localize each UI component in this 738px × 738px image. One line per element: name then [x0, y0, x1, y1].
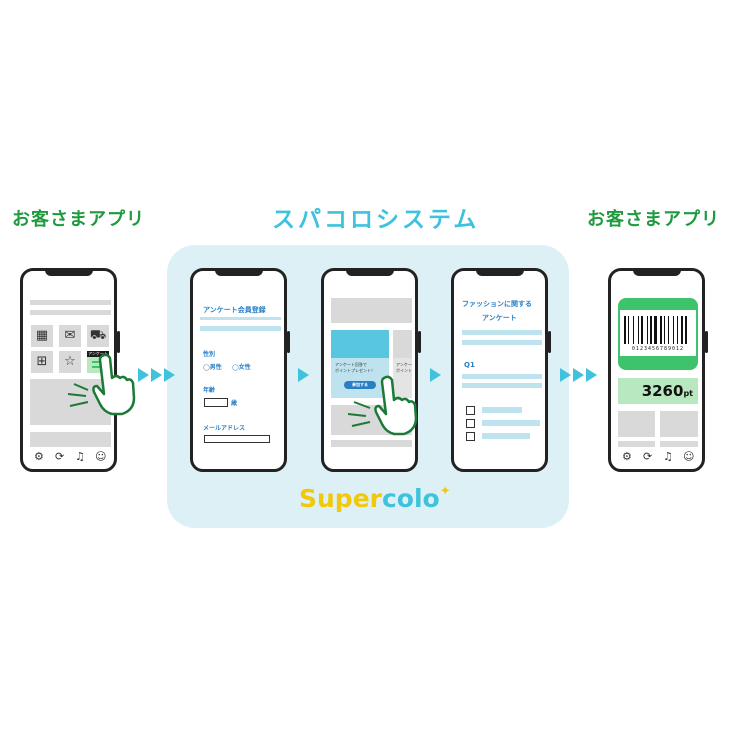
flow-arrow	[430, 368, 441, 382]
barcode-number: 0123456789012	[631, 346, 685, 352]
survey-badge: アンケート	[87, 351, 109, 357]
male-radio[interactable]: ◯男性	[203, 364, 222, 371]
barcode-bar	[684, 316, 687, 344]
email-input[interactable]	[204, 435, 270, 443]
barcode-bar	[654, 316, 658, 344]
barcode-bar	[633, 316, 635, 344]
register-title: アンケート会員登録	[203, 306, 266, 314]
system-title: スパコロシステム	[272, 207, 480, 233]
flow-arrow	[560, 368, 571, 382]
survey-banner[interactable]: アンケート回答で ポイントプレゼント！ 参加する	[331, 358, 389, 398]
refresh-icon[interactable]: ⟳	[643, 450, 653, 463]
banner-text-2: アンケー ポイント	[396, 362, 412, 373]
left-app-title: お客さまアプリ	[12, 209, 145, 230]
survey-title-line1: ファッションに関する	[462, 300, 532, 308]
barcode-bar	[663, 316, 665, 344]
gear-icon[interactable]: ⚙	[622, 450, 632, 463]
tap-hand-icon	[347, 375, 418, 436]
user-icon[interactable]: ☺	[95, 450, 107, 463]
survey-title-line2: アンケート	[482, 314, 517, 322]
barcode-bar	[680, 316, 683, 344]
user-icon[interactable]: ☺	[683, 450, 695, 463]
logo-super: Super	[299, 484, 382, 513]
barcode-bar	[673, 316, 675, 344]
bottom-nav: ⚙ ⟳ ♫ ☺	[23, 447, 114, 469]
checkbox[interactable]	[466, 432, 475, 441]
calendar-icon[interactable]: ▦	[31, 325, 53, 347]
refresh-icon[interactable]: ⟳	[55, 450, 65, 463]
phone-3: アンケート回答で ポイントプレゼント！ 参加する アンケー ポイント	[321, 268, 421, 472]
right-app-title: お客さまアプリ	[587, 209, 720, 230]
barcode-bar	[640, 316, 643, 344]
question-label: Q1	[464, 361, 475, 369]
sparkle-icon: ✦	[439, 484, 451, 499]
barcode-bar	[650, 316, 653, 344]
flow-arrow	[151, 368, 162, 382]
age-label: 年齢	[203, 387, 216, 394]
mail-icon[interactable]: ✉	[59, 325, 81, 347]
barcode-bar	[628, 316, 630, 344]
barcode	[624, 316, 692, 344]
cart-icon[interactable]: ⛟	[87, 325, 109, 347]
barcode-bar	[637, 316, 639, 344]
barcode-bar	[647, 316, 648, 344]
flow-arrow	[586, 368, 597, 382]
bottom-nav: ⚙ ⟳ ♫ ☺	[611, 447, 702, 469]
checkbox[interactable]	[466, 419, 475, 428]
phone-4: ファッションに関する アンケート Q1	[451, 268, 551, 472]
barcode-bar	[668, 316, 669, 344]
barcode-bar	[659, 316, 662, 344]
checkbox[interactable]	[466, 406, 475, 415]
logo-colo: colo	[381, 484, 440, 513]
age-input[interactable]	[204, 398, 228, 407]
barcode-card: 0123456789012	[618, 298, 698, 370]
gear-icon[interactable]: ⚙	[34, 450, 44, 463]
bell-icon[interactable]: ♫	[663, 450, 673, 463]
banner-text: アンケート回答で ポイントプレゼント！	[335, 362, 375, 373]
points-box: 3260pt	[618, 378, 698, 404]
phone-5: 0123456789012 3260pt ⚙ ⟳ ♫ ☺	[608, 268, 708, 472]
flow-arrow	[298, 368, 309, 382]
age-unit: 歳	[231, 400, 238, 407]
email-label: メールアドレス	[203, 425, 246, 432]
tap-hand-icon	[67, 353, 136, 416]
supercolo-logo: Supercolo✦	[299, 484, 451, 513]
flow-arrow	[573, 368, 584, 382]
barcode-bar	[624, 316, 626, 344]
gift-icon[interactable]: ⊞	[31, 351, 53, 373]
gender-label: 性別	[203, 351, 216, 358]
star-icon[interactable]: ☆	[59, 351, 81, 373]
flow-arrow	[138, 368, 149, 382]
phone-2: アンケート会員登録 性別 ◯男性 ◯女性 年齢 歳 メールアドレス	[190, 268, 290, 472]
points-unit: pt	[683, 389, 693, 398]
female-radio[interactable]: ◯女性	[232, 364, 251, 371]
barcode-bar	[677, 316, 679, 344]
flow-arrow	[164, 368, 175, 382]
bell-icon[interactable]: ♫	[75, 450, 85, 463]
join-button[interactable]: 参加する	[344, 381, 376, 389]
points-value: 3260	[641, 382, 684, 400]
